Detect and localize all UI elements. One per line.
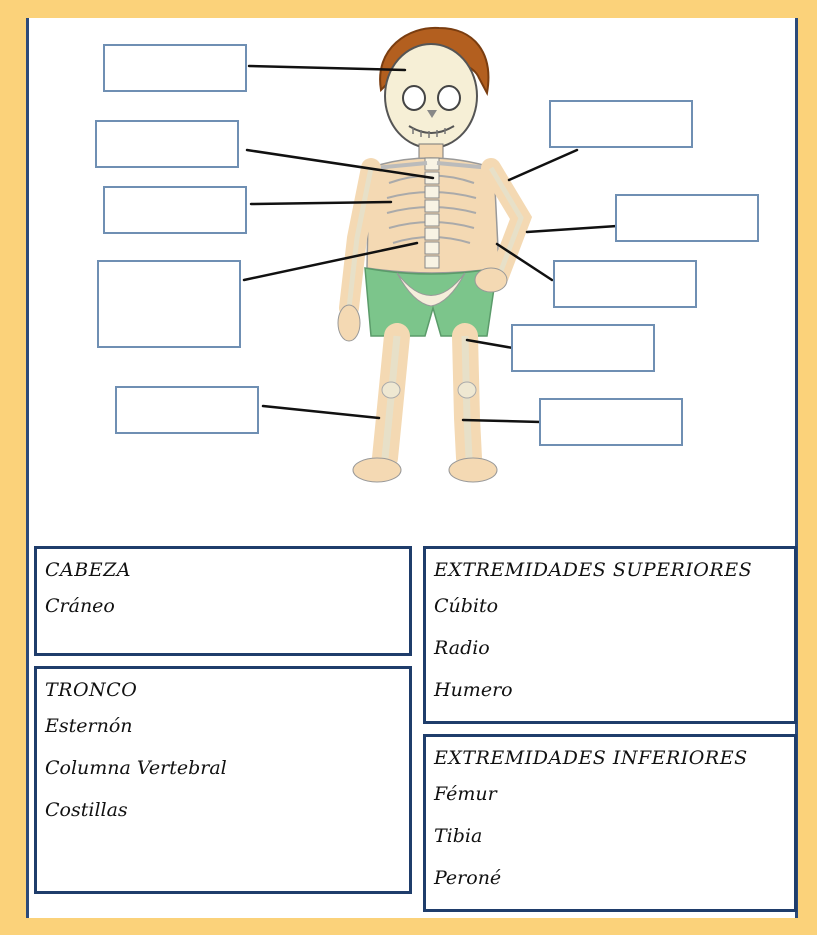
- bone-name: Radio: [434, 637, 490, 659]
- bone-name: Columna Vertebral: [45, 757, 227, 779]
- bone-name: Esternón: [45, 715, 133, 737]
- group-cabeza: CABEZA Cráneo: [34, 546, 412, 656]
- leader-line: [247, 64, 407, 72]
- answer-box-9[interactable]: [511, 324, 655, 372]
- bone-name: Humero: [434, 679, 513, 701]
- leader-line: [495, 242, 554, 282]
- bone-name: Cráneo: [45, 595, 115, 617]
- group-title: CABEZA: [45, 559, 132, 581]
- bone-name: Fémur: [434, 783, 497, 805]
- group-tronco: TRONCO Esternón Columna Vertebral Costil…: [34, 666, 412, 894]
- answer-box-6[interactable]: [549, 100, 693, 148]
- answer-box-1[interactable]: [103, 44, 247, 92]
- worksheet: CABEZA Cráneo TRONCO Esternón Columna Ve…: [26, 18, 798, 918]
- group-title: EXTREMIDADES INFERIORES: [434, 747, 748, 769]
- answer-box-8[interactable]: [553, 260, 697, 308]
- leader-line: [245, 148, 435, 180]
- group-extremidades-inferiores: EXTREMIDADES INFERIORES Fémur Tibia Pero…: [423, 734, 797, 912]
- leader-line: [525, 224, 619, 234]
- answer-box-7[interactable]: [615, 194, 759, 242]
- leader-line: [507, 148, 579, 182]
- group-title: EXTREMIDADES SUPERIORES: [434, 559, 753, 581]
- leader-line: [465, 338, 515, 350]
- leader-line: [242, 241, 419, 282]
- leader-line: [261, 404, 381, 420]
- answer-box-10[interactable]: [539, 398, 683, 446]
- bone-name: Cúbito: [434, 595, 499, 617]
- skeleton-figure-icon: [242, 26, 619, 483]
- answer-box-3[interactable]: [103, 186, 247, 234]
- answer-box-2[interactable]: [95, 120, 239, 168]
- group-extremidades-superiores: EXTREMIDADES SUPERIORES Cúbito Radio Hum…: [423, 546, 797, 724]
- leader-line: [461, 418, 543, 424]
- bone-name: Peroné: [434, 867, 502, 889]
- answer-box-5[interactable]: [115, 386, 259, 434]
- group-title: TRONCO: [45, 679, 138, 701]
- bone-name: Costillas: [45, 799, 128, 821]
- bone-name: Tibia: [434, 825, 483, 847]
- answer-box-4[interactable]: [97, 260, 241, 348]
- leader-line: [249, 200, 393, 206]
